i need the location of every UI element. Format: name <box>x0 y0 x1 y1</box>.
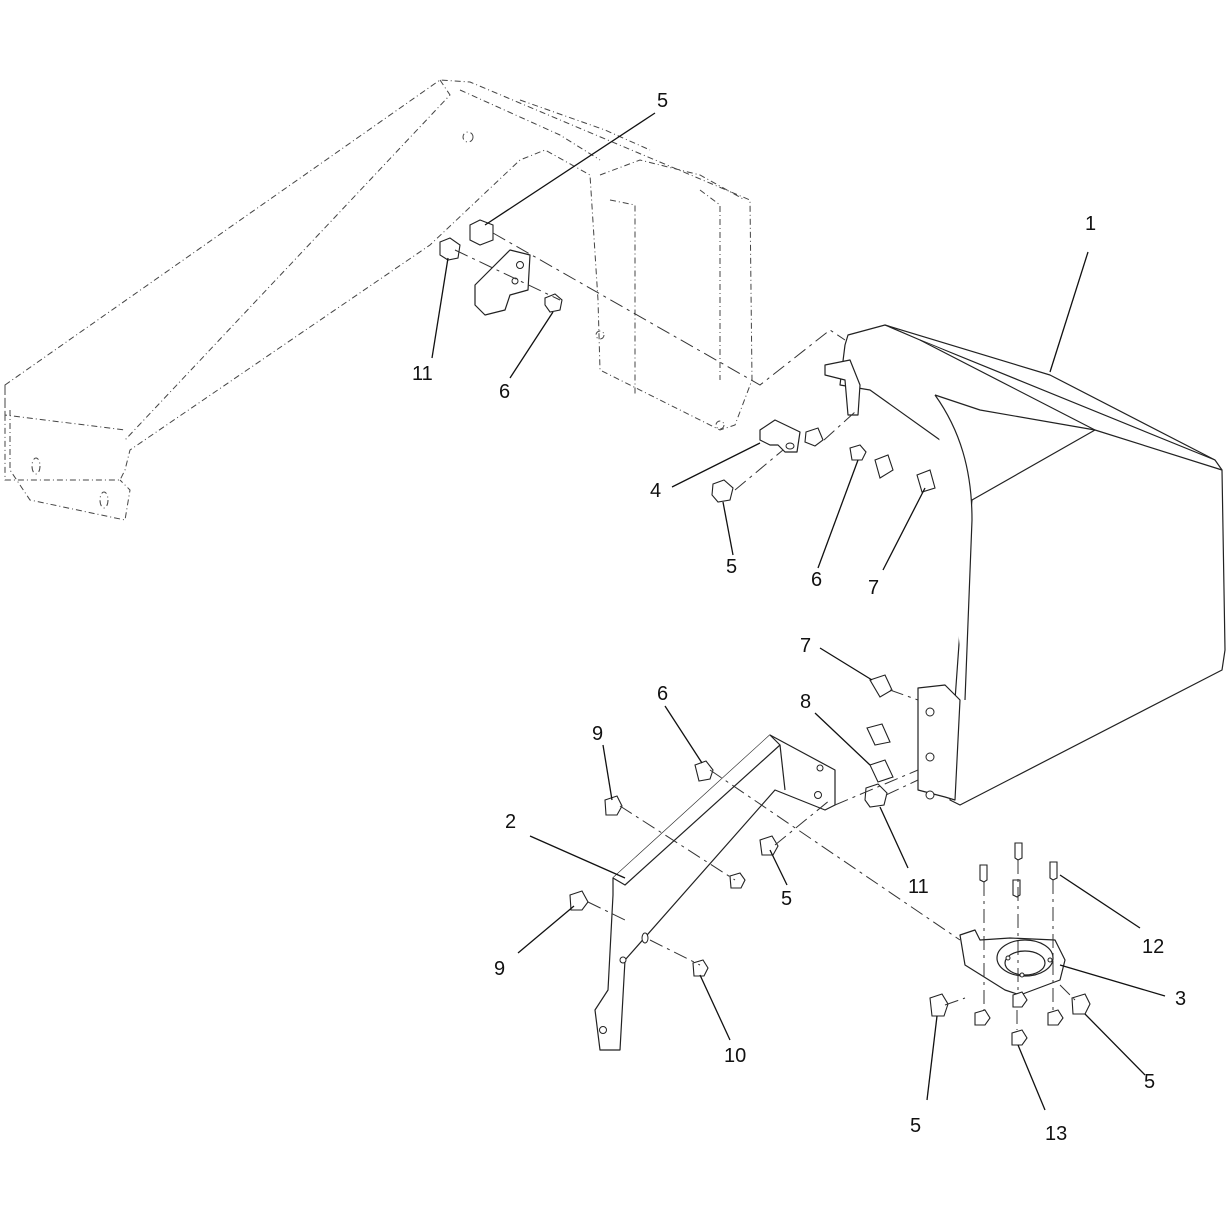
callout-6-upper: 6 <box>499 381 510 403</box>
callout-5-middle: 5 <box>726 556 737 578</box>
callout-12: 12 <box>1142 936 1164 958</box>
callout-1: 1 <box>1085 213 1096 235</box>
callout-3: 3 <box>1175 988 1186 1010</box>
callout-9-lower: 9 <box>494 958 505 980</box>
callout-11-lower: 11 <box>908 876 929 898</box>
callout-5-upper: 5 <box>657 90 668 112</box>
upper-mount-bracket <box>474 249 531 316</box>
callout-9-upper: 9 <box>592 723 603 745</box>
callout-5-bottom: 5 <box>910 1115 921 1137</box>
callout-13: 13 <box>1045 1123 1067 1145</box>
housing-part <box>824 324 1226 806</box>
callout-7-upper: 7 <box>868 577 879 599</box>
bracket-part <box>594 734 836 1051</box>
callout-4: 4 <box>650 480 661 502</box>
frame-ghost <box>4 79 753 521</box>
cup-bracket-part <box>959 929 1066 996</box>
callout-11-upper: 11 <box>412 363 433 385</box>
callout-6-lower: 6 <box>657 683 668 705</box>
callout-7-lower: 7 <box>800 635 811 657</box>
callout-labels: 1 2 3 4 5 5 5 5 5 6 6 6 7 7 8 9 9 10 11 … <box>412 90 1186 1145</box>
callout-2: 2 <box>505 811 516 833</box>
assembly-centerlines <box>454 232 1076 1030</box>
callout-6-middle: 6 <box>811 569 822 591</box>
callout-10: 10 <box>724 1045 746 1067</box>
callout-8: 8 <box>800 691 811 713</box>
callout-5-bracket: 5 <box>781 888 792 910</box>
leader-lines <box>431 112 1166 1111</box>
plate-bracket-part <box>759 419 801 453</box>
callout-5-right: 5 <box>1144 1071 1155 1093</box>
